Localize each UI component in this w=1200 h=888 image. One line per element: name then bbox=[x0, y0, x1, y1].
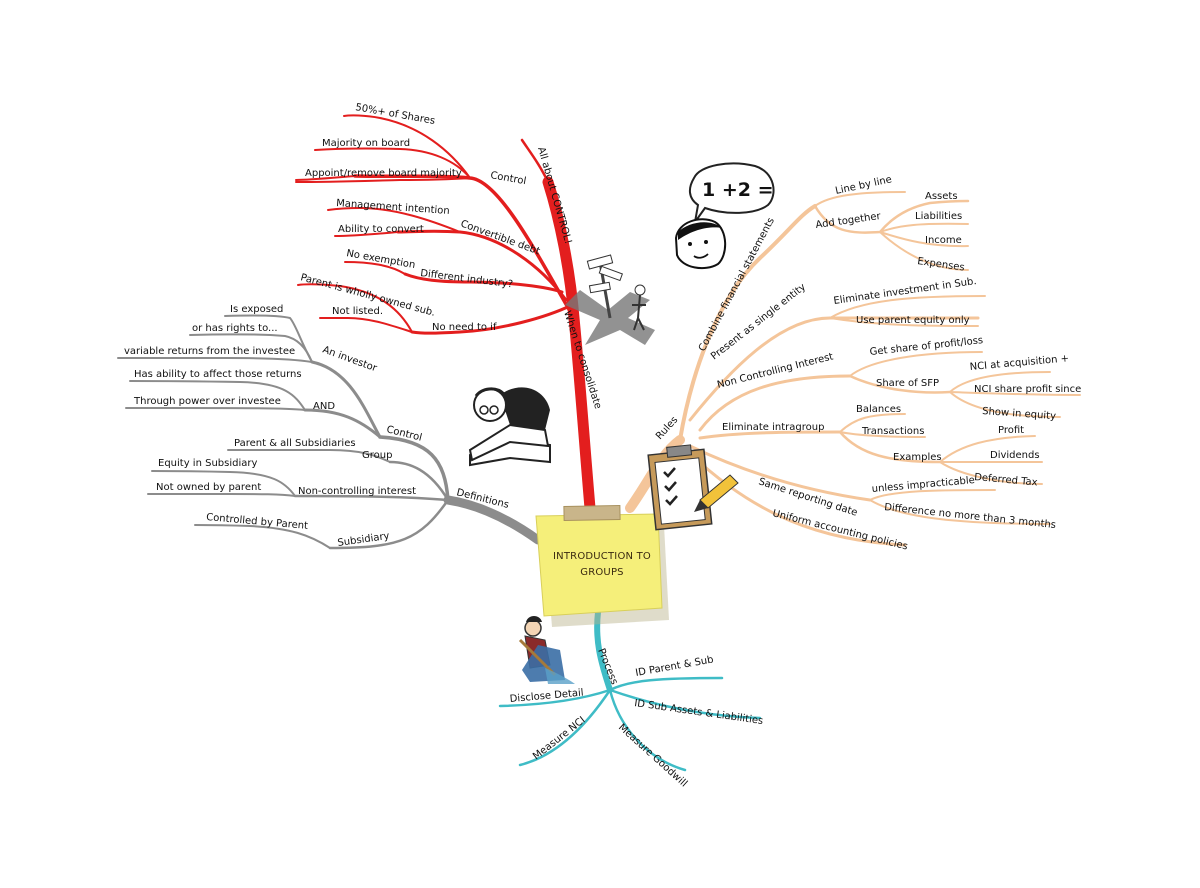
label-rights-to: or has rights to... bbox=[192, 323, 278, 334]
label-assets: Assets bbox=[925, 191, 958, 202]
label-nci-share-profit: NCI share profit since bbox=[974, 384, 1081, 395]
label-expenses: Expenses bbox=[917, 256, 966, 274]
label-parent-equity: Use parent equity only bbox=[856, 315, 970, 326]
label-measure-goodwill: Measure Goodwill bbox=[616, 722, 689, 789]
label-eliminate-intragroup: Eliminate intragroup bbox=[722, 422, 824, 433]
label-no-exemption: No exemption bbox=[345, 248, 416, 271]
checklist-clipboard-icon bbox=[647, 444, 739, 531]
label-profit: Profit bbox=[998, 425, 1024, 436]
label-show-in-equity: Show in equity bbox=[982, 406, 1057, 422]
central-topic[interactable]: INTRODUCTION TO GROUPS bbox=[535, 505, 669, 627]
branch-when-to-consolidate bbox=[295, 114, 596, 514]
label-dividends: Dividends bbox=[990, 450, 1040, 461]
label-examples: Examples bbox=[893, 452, 942, 463]
label-different-industry: Different industry? bbox=[420, 268, 514, 290]
label-parent-subsidiaries: Parent & all Subsidiaries bbox=[234, 438, 356, 449]
label-transactions: Transactions bbox=[861, 426, 924, 437]
label-no-need-to-if: No need to if bbox=[432, 322, 497, 333]
smiley-face-icon: 1 +2 = bbox=[674, 162, 775, 270]
labels-definitions: Definitions Control An investor Is expos… bbox=[124, 304, 510, 549]
label-deferred-tax: Deferred Tax bbox=[974, 472, 1038, 489]
label-not-owned: Not owned by parent bbox=[156, 482, 261, 493]
label-id-sub-assets: ID Sub Assets & Liabilities bbox=[634, 698, 764, 727]
label-uniform-policies: Uniform accounting policies bbox=[771, 508, 909, 552]
label-balances: Balances bbox=[856, 404, 901, 415]
label-nci-acquisition: NCI at acquisition + bbox=[969, 353, 1069, 373]
label-and: AND bbox=[313, 401, 335, 412]
label-all-about-control: All about CONTROL! bbox=[535, 146, 573, 246]
label-power-over: Through power over investee bbox=[133, 396, 281, 407]
signpost-icon bbox=[565, 254, 655, 345]
label-eliminate-investment: Eliminate investment in Sub. bbox=[833, 276, 977, 307]
sweeping-man-icon bbox=[518, 616, 575, 684]
label-add-together: Add together bbox=[815, 211, 882, 231]
label-not-listed: Not listed. bbox=[332, 306, 383, 317]
label-equity-in-subsidiary: Equity in Subsidiary bbox=[158, 458, 257, 469]
label-difference-3-months: Difference no more than 3 months bbox=[884, 502, 1057, 531]
branch-definitions bbox=[117, 314, 543, 550]
label-control-consolidate: Control bbox=[489, 170, 527, 187]
label-variable-returns: variable returns from the investee bbox=[124, 346, 295, 357]
label-50-shares: 50%+ of Shares bbox=[354, 102, 435, 127]
central-topic-line1: INTRODUCTION TO bbox=[553, 551, 651, 562]
labels-when-to-consolidate: When to consolidate All about CONTROL! C… bbox=[299, 102, 603, 410]
label-appoint-remove: Appoint/remove board majority bbox=[305, 168, 462, 179]
label-ability-affect: Has ability to affect those returns bbox=[134, 369, 302, 380]
label-management-intention: Management intention bbox=[336, 198, 450, 217]
label-share-sfp: Share of SFP bbox=[876, 378, 939, 389]
label-is-exposed: Is exposed bbox=[230, 304, 283, 315]
central-topic-line2: GROUPS bbox=[580, 567, 623, 578]
label-group: Group bbox=[362, 450, 392, 461]
label-liabilities: Liabilities bbox=[915, 211, 962, 222]
label-controlled-by-parent: Controlled by Parent bbox=[206, 512, 309, 532]
label-income: Income bbox=[925, 235, 962, 246]
bubble-equation: 1 +2 = bbox=[702, 179, 774, 201]
branch-rules bbox=[625, 191, 1081, 547]
label-nci-definition: Non-controlling interest bbox=[298, 486, 416, 497]
label-majority-board: Majority on board bbox=[322, 138, 410, 149]
label-process: Process bbox=[595, 647, 619, 686]
branch-process bbox=[498, 609, 762, 772]
reading-man-icon bbox=[468, 387, 551, 467]
label-ability-convert: Ability to convert bbox=[338, 224, 424, 235]
label-id-parent-sub: ID Parent & Sub bbox=[635, 654, 715, 679]
label-measure-nci: Measure NCI bbox=[531, 715, 587, 763]
